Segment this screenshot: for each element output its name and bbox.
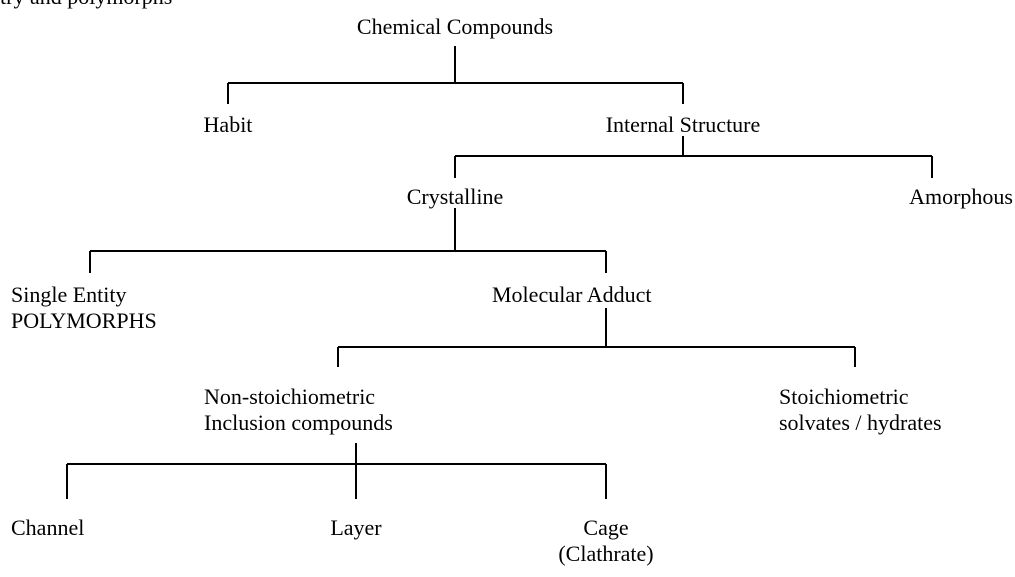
- node-habit: Habit: [168, 112, 288, 138]
- node-label: Chemical Compounds: [356, 14, 554, 39]
- node-label-line-2: (Clathrate): [558, 541, 654, 566]
- header-fragment-text: try and polymorphs: [0, 0, 172, 10]
- node-label: Molecular Adduct: [492, 282, 652, 307]
- node-crystalline: Crystalline: [375, 184, 535, 210]
- node-layer: Layer: [286, 515, 426, 541]
- node-stoichiometric: Stoichiometric solvates / hydrates: [779, 384, 1013, 436]
- node-chemical-compounds: Chemical Compounds: [305, 14, 605, 40]
- node-label-line-2: POLYMORPHS: [11, 308, 157, 333]
- node-single-entity: Single Entity POLYMORPHS: [11, 282, 251, 334]
- node-label-line-1: Non-stoichiometric: [204, 384, 376, 409]
- node-label: Crystalline: [406, 184, 504, 209]
- node-label-line-2: Inclusion compounds: [204, 410, 393, 435]
- node-label: Channel: [11, 515, 85, 540]
- node-cage: Cage (Clathrate): [526, 515, 686, 567]
- node-label: Internal Structure: [605, 112, 761, 137]
- node-label: Layer: [330, 515, 382, 540]
- node-non-stoichiometric: Non-stoichiometric Inclusion compounds: [204, 384, 464, 436]
- node-label: Amorphous: [909, 184, 1013, 209]
- node-label: Habit: [203, 112, 253, 137]
- node-label-line-1: Single Entity: [11, 282, 127, 307]
- node-label-line-1: Stoichiometric: [779, 384, 909, 409]
- node-amorphous: Amorphous: [840, 184, 1013, 210]
- node-label-line-1: Cage: [583, 515, 629, 540]
- node-internal-structure: Internal Structure: [563, 112, 803, 138]
- node-channel: Channel: [11, 515, 171, 541]
- node-molecular-adduct: Molecular Adduct: [492, 282, 732, 308]
- node-label-line-2: solvates / hydrates: [779, 410, 942, 435]
